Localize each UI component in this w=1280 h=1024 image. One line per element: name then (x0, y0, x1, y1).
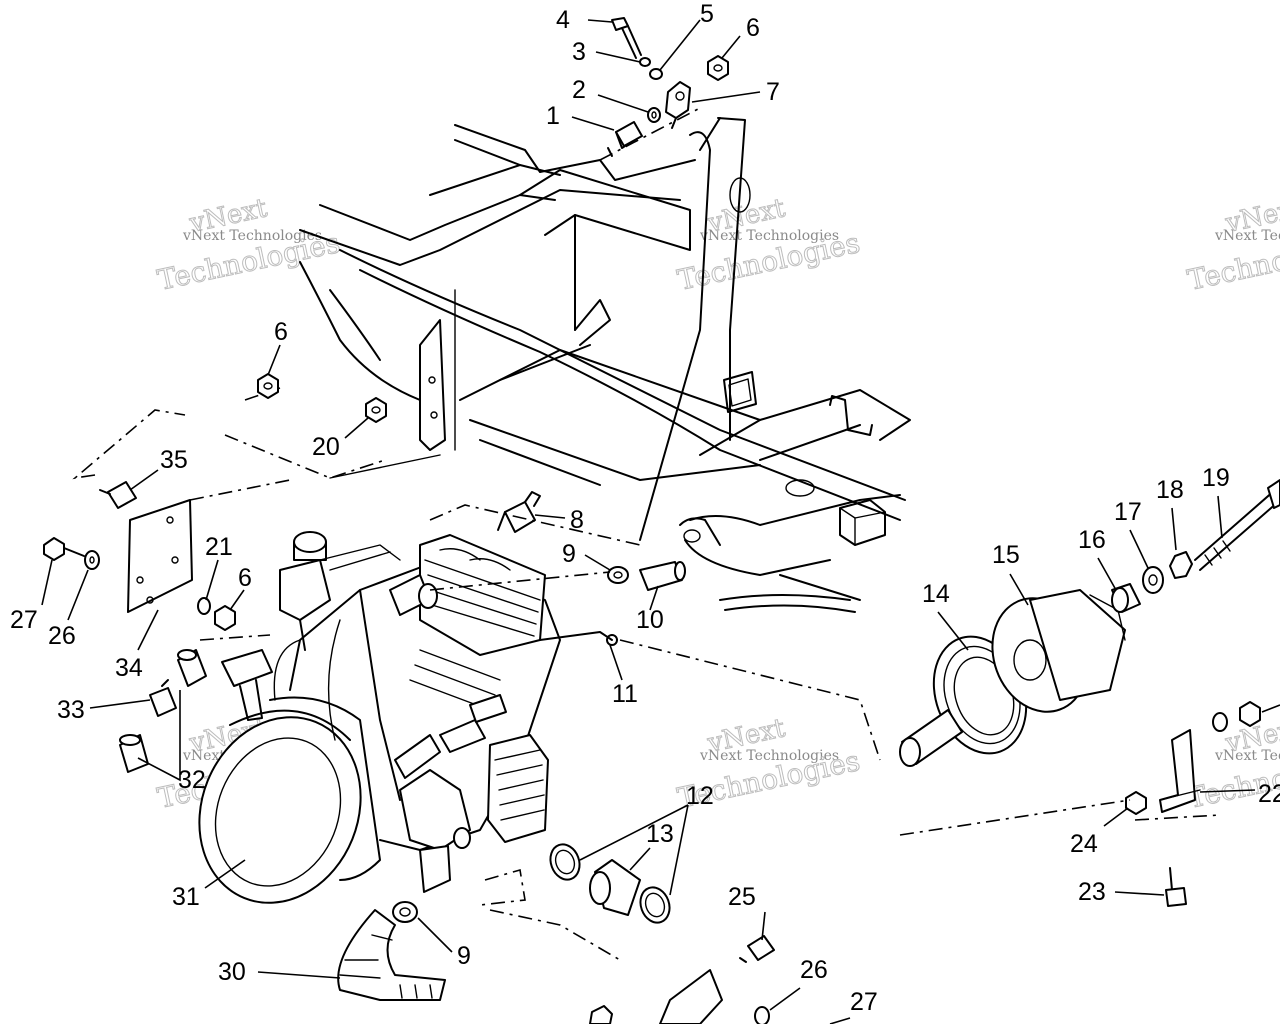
watermark-text: vNext Technologies (699, 748, 839, 764)
lower-hoses-and-hardware (337, 843, 775, 1024)
callout-4: 4 (556, 6, 570, 34)
left-hoses (119, 649, 207, 773)
top-mount-hardware (599, 17, 729, 161)
callout-12: 12 (686, 782, 714, 810)
callout-33: 33 (57, 696, 85, 724)
callout-17: 17 (1114, 498, 1142, 526)
callout-21: 21 (205, 533, 233, 561)
watermark-right-top: vNext Technologies vNext Technologies (1184, 193, 1280, 298)
callout-15: 15 (992, 541, 1020, 569)
callout-13: 13 (646, 820, 674, 848)
callout-10: 10 (636, 606, 664, 634)
callout-8: 8 (570, 506, 584, 534)
left-mount-nuts (257, 373, 387, 423)
watermark-text: vNext Technologies (1214, 228, 1280, 244)
callout-9: 9 (457, 942, 471, 970)
callout-24: 24 (1070, 830, 1098, 858)
callout-34: 34 (115, 654, 143, 682)
watermark-text: vNext Technologies (182, 228, 322, 244)
callout-labels: 4 5 6 3 2 7 1 6 20 35 8 9 10 21 6 27 26 … (10, 0, 1280, 1016)
callout-31: 31 (172, 883, 200, 911)
callout-18: 18 (1156, 476, 1184, 504)
callout-9: 9 (562, 540, 576, 568)
callout-19: 19 (1202, 464, 1230, 492)
watermark-text: vNext Technologies (1214, 748, 1280, 764)
callout-6: 6 (238, 564, 252, 592)
callout-20: 20 (312, 433, 340, 461)
engine-assembly (198, 531, 561, 904)
callout-25: 25 (728, 883, 756, 911)
watermark-left-top: vNext Technologies vNext Technologies (154, 193, 343, 298)
engine-mount-bracket (43, 409, 291, 641)
callout-6: 6 (746, 14, 760, 42)
callout-2: 2 (572, 76, 586, 104)
callout-5: 5 (700, 0, 714, 28)
callout-3: 3 (572, 38, 586, 66)
engine-fittings (429, 491, 686, 646)
callout-1: 1 (546, 102, 560, 130)
callout-7: 7 (766, 78, 780, 106)
callout-11: 11 (612, 680, 638, 708)
callout-26: 26 (48, 622, 76, 650)
callout-6: 6 (274, 318, 288, 346)
callout-35: 35 (160, 446, 188, 474)
vehicle-frame (224, 117, 911, 613)
callout-26: 26 (800, 956, 828, 984)
callout-30: 30 (218, 958, 246, 986)
callout-27: 27 (10, 606, 38, 634)
watermark-text: vNext Technologies (699, 228, 839, 244)
callout-16: 16 (1078, 526, 1106, 554)
callout-14: 14 (922, 580, 950, 608)
callout-32: 32 (178, 766, 206, 794)
callout-27: 27 (850, 988, 878, 1016)
right-bracket-hardware (899, 701, 1261, 907)
callout-leaders (41, 19, 1280, 1024)
callout-23: 23 (1078, 878, 1106, 906)
drive-clutch-parts (619, 479, 1280, 767)
callout-22: 22 (1258, 780, 1280, 808)
